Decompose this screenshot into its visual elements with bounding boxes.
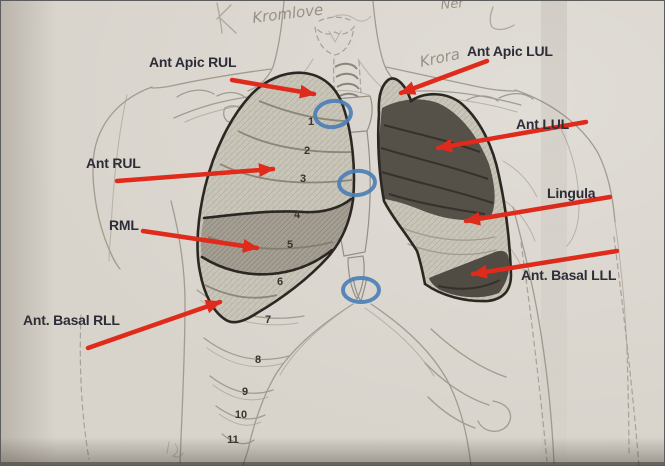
left-lung xyxy=(376,77,513,303)
arrow-ant-rul xyxy=(114,163,276,184)
label-ant-basal-rll: Ant. Basal RLL xyxy=(23,312,120,328)
left-upper-lobe-shading xyxy=(379,99,495,221)
rib-number-9: 9 xyxy=(242,386,248,398)
label-lingula: Lingula xyxy=(547,185,596,201)
rib-number-10: 10 xyxy=(235,409,247,421)
handwriting-ner: Ner xyxy=(440,1,466,13)
rib-number-6: 6 xyxy=(277,276,283,288)
blue-circle-manubrium xyxy=(313,98,353,130)
rib-number-5: 5 xyxy=(287,239,293,251)
arrow-rml xyxy=(140,228,260,253)
left-basal-lobe-shading xyxy=(429,250,510,298)
arrow-ant-apic-lul xyxy=(398,58,490,96)
rib-number-1: 1 xyxy=(308,116,314,128)
label-ant-lul: Ant LUL xyxy=(516,116,570,132)
arrow-lingula xyxy=(463,194,613,226)
rib-number-4: 4 xyxy=(294,209,301,221)
rib-number-2: 2 xyxy=(304,145,310,157)
blue-circle-sternal-angle xyxy=(337,168,377,198)
blue-circle-xiphoid xyxy=(341,276,381,304)
rib-number-7: 7 xyxy=(265,314,271,326)
label-ant-basal-lll: Ant. Basal LLL xyxy=(521,267,617,283)
arrow-ant-apic-rul xyxy=(229,77,317,99)
arrow-ant-basal-rll xyxy=(85,299,223,351)
rib-number-3: 3 xyxy=(300,173,306,185)
blue-circle-annotations xyxy=(313,98,381,304)
rib-number-11: 11 xyxy=(227,434,239,446)
label-ant-apic-rul: Ant Apic RUL xyxy=(149,54,237,70)
label-ant-rul: Ant RUL xyxy=(86,155,141,171)
label-ant-apic-lul: Ant Apic LUL xyxy=(467,43,553,59)
label-rml: RML xyxy=(109,217,139,233)
right-lung xyxy=(196,71,356,324)
rib-number-8: 8 xyxy=(255,354,261,366)
